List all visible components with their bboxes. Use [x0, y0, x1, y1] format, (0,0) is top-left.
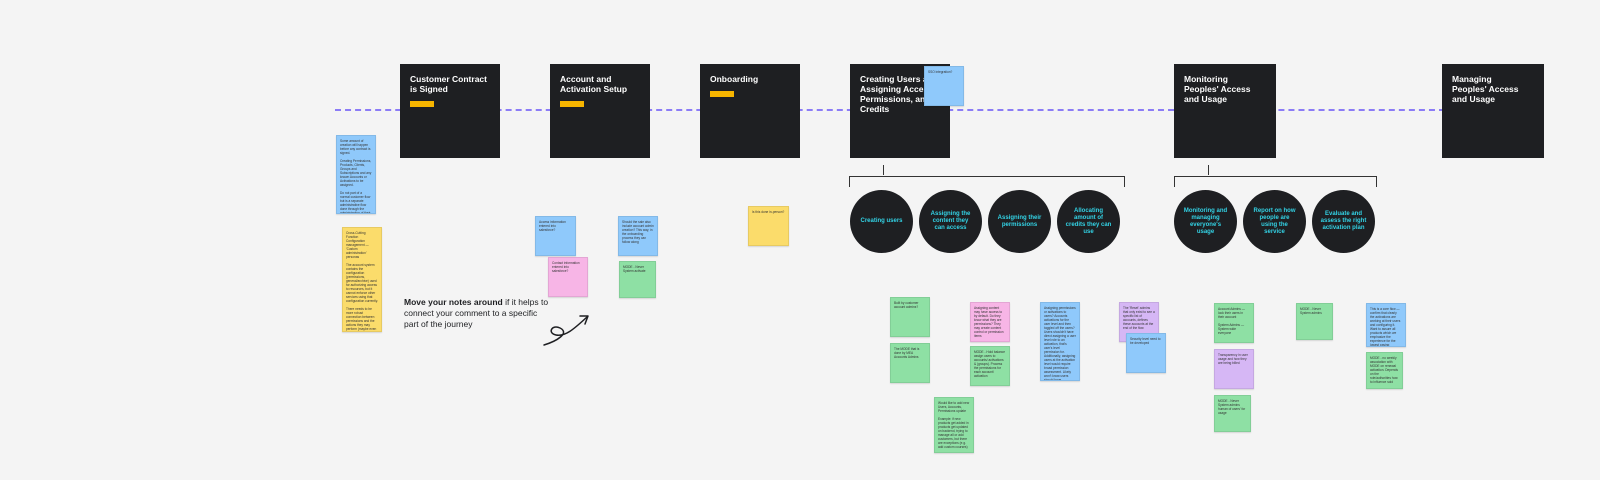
bracket-monitoring: [1174, 176, 1377, 187]
sticky-note[interactable]: SSO integration?: [924, 66, 964, 106]
sticky-note[interactable]: Should the sale also include account adm…: [618, 216, 658, 256]
sticky-note[interactable]: Cross-Cutting Function Configuration man…: [342, 227, 382, 332]
sticky-note[interactable]: Contact information entered into salesfo…: [548, 257, 588, 297]
sticky-note[interactable]: This is a core flow — confirm that clear…: [1366, 303, 1406, 347]
sticky-note[interactable]: MODE - no weekly association with MODE o…: [1366, 352, 1403, 389]
activity-monitoring-usage[interactable]: Monitoring and managing everyone's usage: [1174, 190, 1237, 253]
bracket-stem: [1208, 165, 1209, 175]
activity-report-usage[interactable]: Report on how people are using the servi…: [1243, 190, 1306, 253]
sticky-note[interactable]: Would like to add new Users, Accounts, P…: [934, 397, 974, 453]
activity-allocating-credits[interactable]: Allocating amount of credits they can us…: [1057, 190, 1120, 253]
stage-managing[interactable]: Managing Peoples' Access and Usage: [1442, 64, 1544, 158]
sticky-note[interactable]: Account Admins — look their users in the…: [1214, 303, 1254, 343]
stage-title: Customer Contract is Signed: [410, 74, 487, 94]
activity-evaluate-plan[interactable]: Evaluate and assess the right activation…: [1312, 190, 1375, 253]
stage-tag: [410, 101, 434, 107]
stage-onboarding[interactable]: Onboarding: [700, 64, 800, 158]
sticky-note[interactable]: Some amount of creation will happen befo…: [336, 135, 376, 214]
squiggle-arrow-icon: [543, 315, 589, 346]
stage-title: Onboarding: [710, 74, 759, 84]
stage-title: Account and Activation Setup: [560, 74, 628, 94]
stage-customer-contract[interactable]: Customer Contract is Signed: [400, 64, 500, 158]
stage-title: Monitoring Peoples' Access and Usage: [1184, 74, 1251, 104]
sticky-note[interactable]: MODE - Hold balance assign users to acco…: [970, 346, 1010, 386]
instruction-bold: Move your notes around: [404, 297, 503, 307]
sticky-note[interactable]: The MODE that is done by MEA Accounts Ad…: [890, 343, 930, 383]
sticky-note[interactable]: MODE - Never System admins: [1296, 303, 1333, 340]
instruction-text: Move your notes around if it helps to co…: [404, 297, 554, 330]
bracket-creating: [849, 176, 1125, 187]
bracket-stem: [883, 165, 884, 175]
sticky-note[interactable]: MODE - Never System admins human of user…: [1214, 395, 1251, 432]
activity-assigning-permissions[interactable]: Assigning their permissions: [988, 190, 1051, 253]
stage-title: Managing Peoples' Access and Usage: [1452, 74, 1519, 104]
instruction-rest: if it helps to connect your comment to a…: [404, 297, 549, 329]
sticky-note[interactable]: Security level need to be developed: [1126, 333, 1166, 373]
sticky-note[interactable]: Transparency in user usage and how they …: [1214, 349, 1254, 389]
sticky-note[interactable]: Assigning permissions or activations to …: [1040, 302, 1080, 381]
sticky-note[interactable]: Access information entered into salesfor…: [535, 216, 576, 256]
sticky-note[interactable]: MODE - Never System activate: [619, 261, 656, 298]
sticky-note[interactable]: Built by customer account admins?: [890, 297, 930, 337]
activity-assigning-content[interactable]: Assigning the content they can access: [919, 190, 982, 253]
stage-account-activation[interactable]: Account and Activation Setup: [550, 64, 650, 158]
stage-tag: [710, 91, 734, 97]
activity-creating-users[interactable]: Creating users: [850, 190, 913, 253]
sticky-note[interactable]: Is this done in-person?: [748, 206, 789, 246]
sticky-note[interactable]: Assigning content may have access to by …: [970, 302, 1010, 342]
stage-monitoring[interactable]: Monitoring Peoples' Access and Usage: [1174, 64, 1276, 158]
stage-tag: [560, 101, 584, 107]
